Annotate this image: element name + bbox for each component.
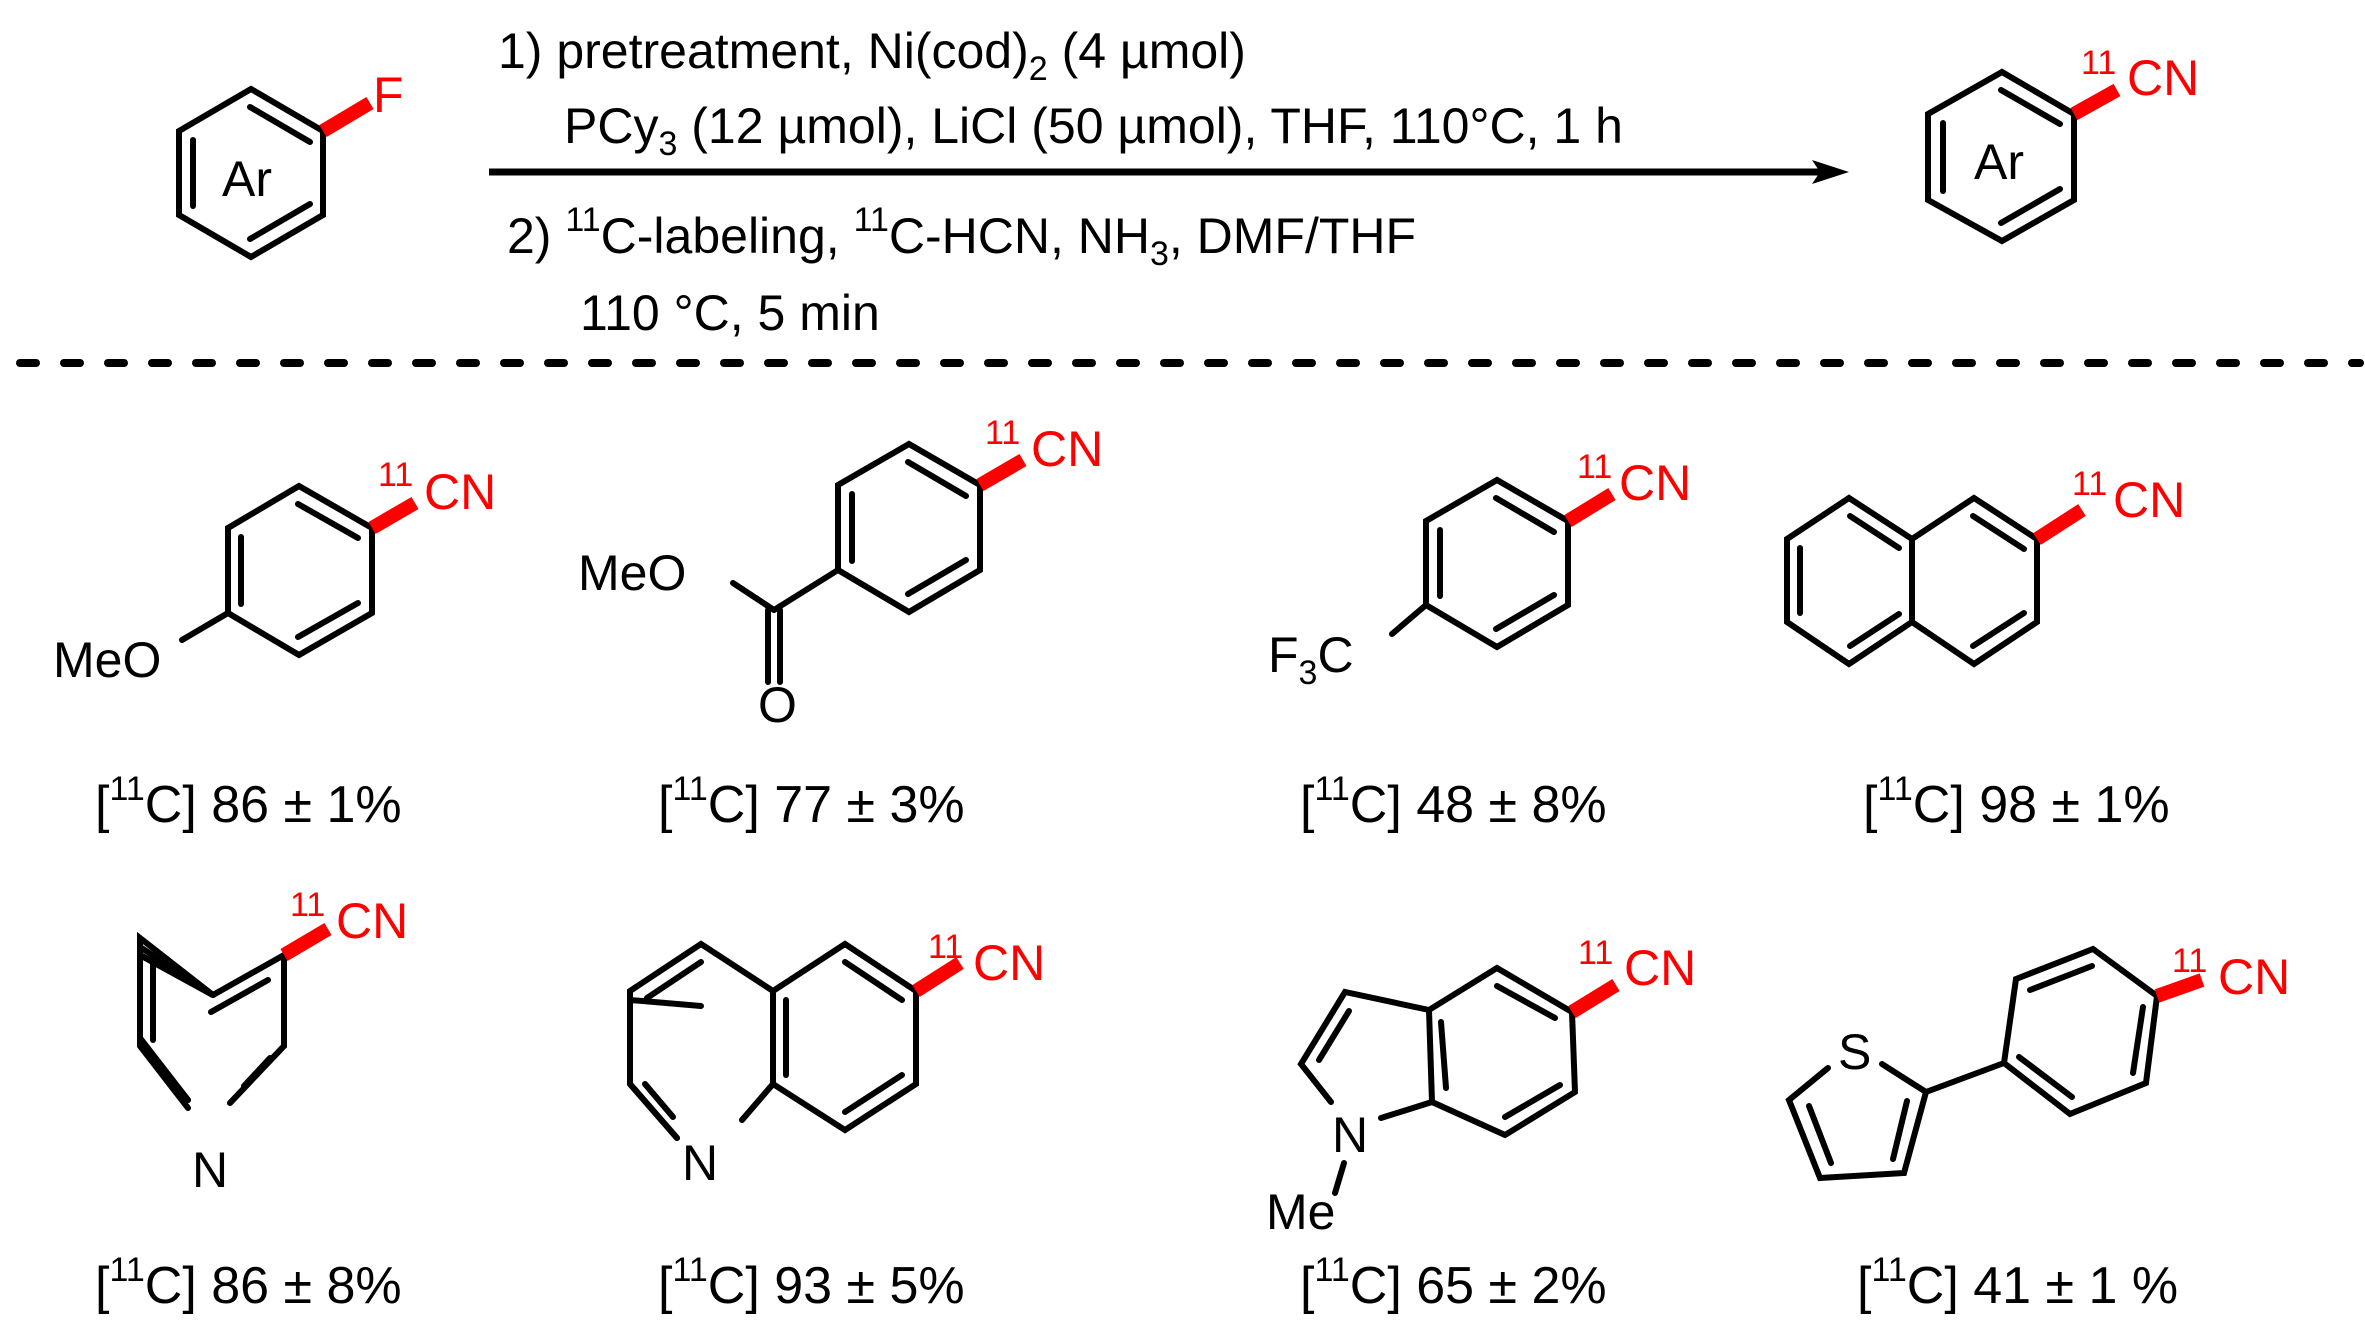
svg-text:11: 11 (290, 886, 325, 924)
substrate-card-5: N 11 CN [11C] 86 ± 8% (95, 886, 408, 1315)
yield-label: [11C] 86 ± 1% (95, 770, 402, 834)
conditions-step1-line1: 1) pretreatment, Ni(cod)2 (4 µmol) (498, 23, 1246, 88)
substrate-card-1: MeO 11 CN [11C] 86 ± 1% (53, 456, 496, 834)
nitrile-label: CN (1619, 455, 1691, 511)
heteroatom-label: N (192, 1142, 228, 1198)
n-methyl-label: Me (1266, 1184, 1335, 1240)
conditions-step2-line1: 2) 11C-labeling, 11C-HCN, NH3, DMF/THF (507, 201, 1416, 273)
svg-text:11: 11 (985, 414, 1020, 452)
nitrile-label: CN (2113, 472, 2185, 528)
nitrile-label: CN (2127, 50, 2199, 106)
yield-label: [11C] 86 ± 8% (95, 1251, 402, 1315)
yield-label: [11C] 93 ± 5% (658, 1251, 965, 1315)
substituent-label: MeO (578, 545, 686, 601)
nitrile-label: CN (1624, 940, 1696, 996)
fluorine-label: F (373, 67, 404, 123)
svg-text:11: 11 (2172, 942, 2207, 980)
nitrile-label: CN (424, 464, 496, 520)
nitrile-label: CN (1031, 421, 1103, 477)
substrate-card-2: MeO O 11 CN [11C] 77 ± 3% (578, 414, 1103, 834)
reaction-conditions: 1) pretreatment, Ni(cod)2 (4 µmol) PCy3 … (489, 23, 1849, 341)
svg-text:11: 11 (1577, 448, 1612, 486)
yield-label: [11C] 48 ± 8% (1300, 770, 1607, 834)
nitrile-label: CN (973, 935, 1045, 991)
svg-text:11: 11 (2072, 465, 2107, 503)
substrate-card-7: N Me 11 CN [11C] 65 ± 2% (1266, 934, 1696, 1315)
svg-text:11: 11 (928, 928, 963, 966)
yield-label: [11C] 77 ± 3% (658, 770, 965, 834)
arrow-head-icon (1812, 160, 1849, 184)
yield-label: [11C] 65 ± 2% (1300, 1251, 1607, 1315)
substrate-card-4: 11 CN [11C] 98 ± 1% (1784, 465, 2185, 834)
isotope-label: 11 (2081, 44, 2116, 82)
svg-text:11: 11 (378, 456, 413, 494)
reactant-aryl-fluoride: Ar F (176, 67, 404, 261)
svg-text:11: 11 (1578, 934, 1613, 972)
substituent-label: MeO (53, 632, 161, 688)
c-cn-bond (2070, 83, 2121, 121)
substrate-card-6: N 11 CN [11C] 93 ± 5% (627, 928, 1045, 1315)
heteroatom-label: S (1838, 1024, 1871, 1080)
yield-label: [11C] 41 ± 1 % (1857, 1251, 2178, 1315)
substituent-label: F3C (1268, 627, 1354, 692)
yield-label: [11C] 98 ± 1% (1863, 770, 2170, 834)
c-f-bond (319, 96, 374, 138)
conditions-step2-line2: 110 °C, 5 min (580, 285, 880, 341)
substrate-card-8: S 11 CN [11C] 41 ± 1 % (1785, 942, 2290, 1315)
nitrile-label: CN (336, 893, 408, 949)
substrate-card-3: F3C 11 CN [11C] 48 ± 8% (1268, 448, 1691, 834)
heteroatom-label: N (1332, 1107, 1368, 1163)
product-aryl-nitrile: Ar 11 CN (1925, 44, 2199, 245)
reactant-ring-label: Ar (222, 151, 272, 207)
product-ring-label: Ar (1974, 134, 2024, 190)
carbonyl-oxygen-label: O (758, 677, 797, 733)
heteroatom-label: N (682, 1135, 718, 1191)
conditions-step1-line2: PCy3 (12 µmol), LiCl (50 µmol), THF, 110… (564, 98, 1623, 163)
nitrile-label: CN (2218, 949, 2290, 1005)
